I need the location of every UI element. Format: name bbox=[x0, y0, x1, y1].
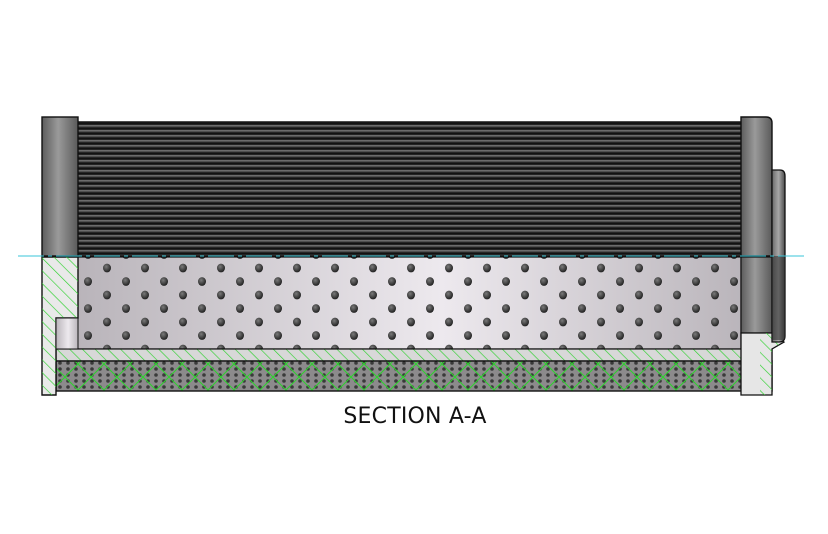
end-cap-icon bbox=[41, 116, 79, 396]
inner-tube-section bbox=[55, 348, 773, 362]
end-cap-icon bbox=[740, 116, 786, 396]
section-title: SECTION A-A bbox=[343, 404, 487, 429]
perforated-core bbox=[76, 256, 742, 350]
pleated-media bbox=[76, 121, 744, 257]
mesh-layer-section bbox=[55, 360, 773, 392]
